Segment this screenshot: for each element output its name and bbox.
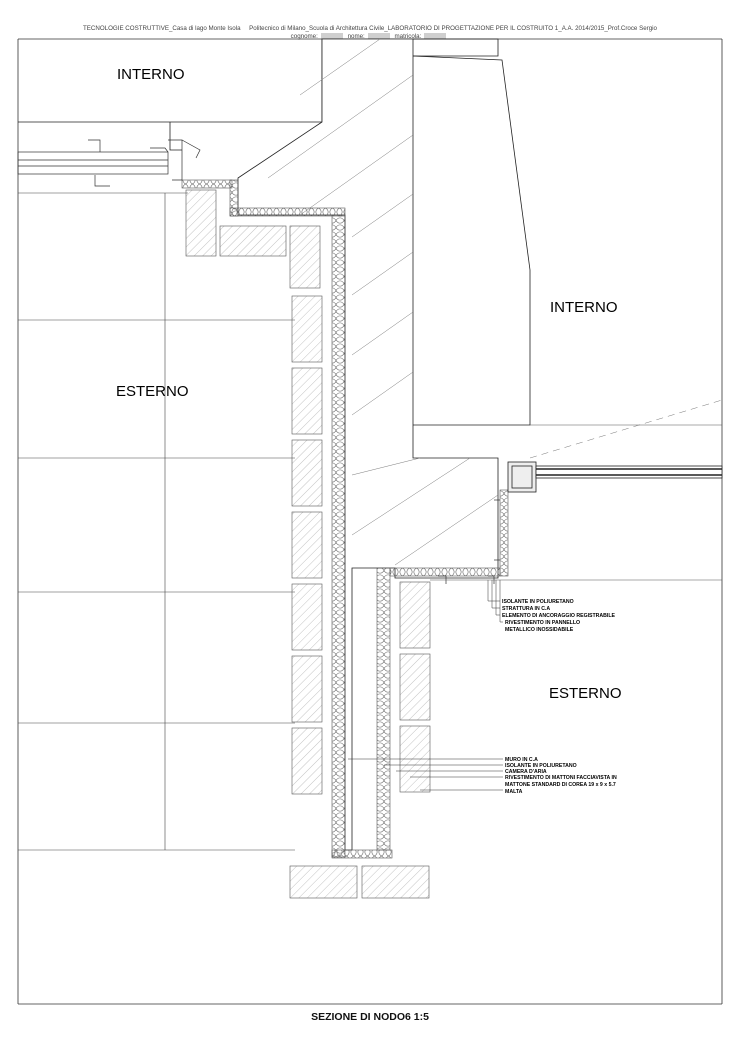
brick (291, 439, 323, 507)
label-interno-top: INTERNO (117, 66, 185, 83)
callout-lower-6: MALTA (505, 789, 523, 795)
callout-upper-4: RIVESTIMENTO IN PANNELLO (505, 620, 580, 626)
callout-lower-5: MATTONE STANDARD DI COREA 19 x 9 x 5.7 (505, 782, 616, 788)
brick (291, 727, 323, 795)
brick (291, 295, 323, 363)
callout-lower-4: RIVESTIMENTO DI MATTONI FACCIAVISTA IN (505, 775, 617, 781)
leader-lines-upper (487, 580, 503, 623)
callout-lower-2: ISOLANTE IN POLIURETANO (505, 763, 577, 769)
brick (399, 581, 431, 649)
callout-lower-3: CAMERA D'ARIA (505, 769, 547, 775)
label-interno-right: INTERNO (550, 299, 618, 316)
brick-cladding-left (291, 295, 323, 795)
label-esterno-right: ESTERNO (549, 685, 622, 702)
label-esterno-left: ESTERNO (116, 383, 189, 400)
name-label: nome: (347, 33, 365, 40)
drawing-caption: SEZIONE DI NODO6 1:5 (311, 1011, 429, 1023)
lintel-bricks (185, 189, 321, 289)
leader-lines-lower (348, 758, 503, 791)
brick (291, 367, 323, 435)
base-bricks (289, 865, 430, 899)
brick-cladding-right (399, 581, 431, 793)
surname-label: cognome: (290, 33, 318, 40)
concrete-wall (237, 38, 499, 851)
brick (399, 653, 431, 721)
upper-wall (18, 39, 323, 151)
brick (291, 511, 323, 579)
right-interior-block (412, 38, 723, 459)
facade-grid (18, 192, 295, 851)
anchor-details (438, 499, 500, 584)
header-line-2: cognome: nome: matricola: (0, 33, 740, 40)
matricola-label: matricola: (394, 33, 422, 40)
callout-lower-1: MURO IN C.A (505, 757, 538, 763)
brick (291, 655, 323, 723)
redacted-surname (320, 33, 343, 40)
window-frame-right (507, 461, 723, 493)
header-course: TECNOLOGIE COSTRUTTIVE_Casa di lago Mont… (83, 25, 241, 32)
callout-upper-1: ISOLANTE IN POLIURETANO (502, 599, 574, 605)
callout-upper-2: STRATTURA IN C.A (502, 606, 550, 612)
window-frame-top (17, 139, 201, 187)
header-line-1: TECNOLOGIE COSTRUTTIVE_Casa di lago Mont… (0, 25, 740, 32)
header-school: Politecnico di Milano_Scuola di Architet… (249, 25, 657, 32)
redacted-matricola (424, 33, 447, 40)
redacted-name (367, 33, 390, 40)
callout-upper-5: METALLICO INOSSIDABILE (505, 627, 574, 633)
callout-upper-3: ELEMENTO DI ANCORAGGIO REGISTRABILE (502, 613, 616, 619)
brick (291, 583, 323, 651)
